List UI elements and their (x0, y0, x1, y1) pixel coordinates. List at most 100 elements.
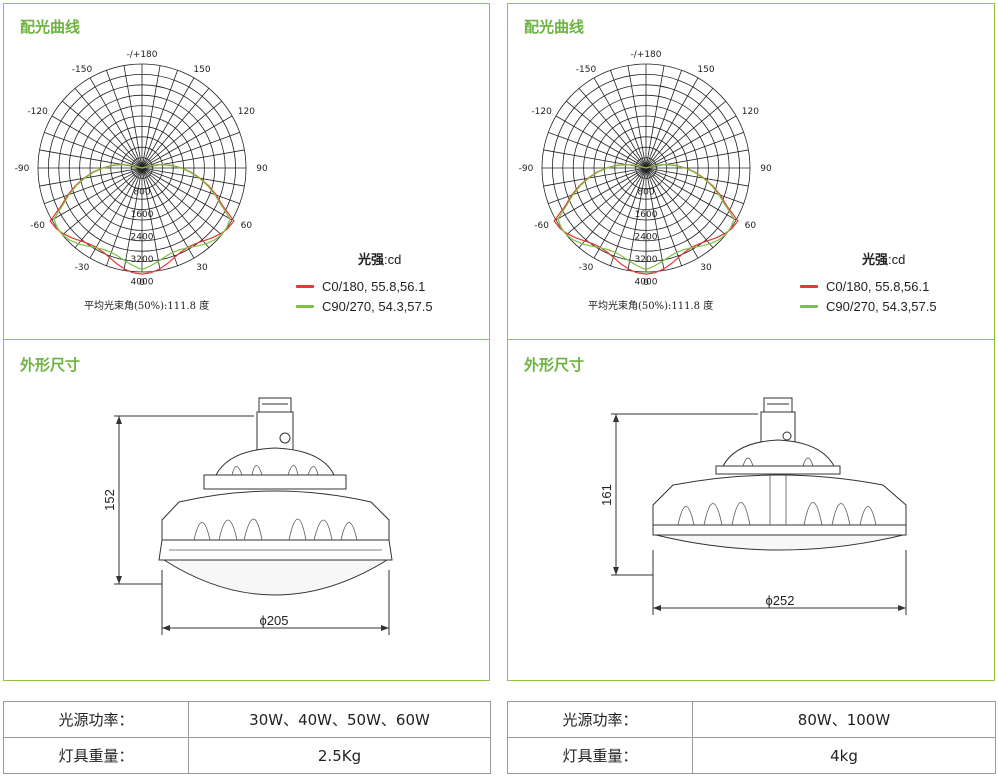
grid-spoke (123, 167, 143, 271)
polar-grid (541, 63, 751, 273)
spec-value: 4kg (692, 737, 996, 774)
curve-c0 (49, 163, 235, 275)
angle-label: 0 (139, 278, 145, 288)
grid-spoke (645, 167, 744, 204)
dimension-title: 外形尺寸 (524, 356, 585, 374)
grid-spoke (578, 167, 647, 248)
polar-grid (37, 63, 247, 273)
grid-spoke (555, 167, 647, 221)
grid-spoke (141, 167, 178, 266)
diameter-dimension: ϕ252 (766, 593, 795, 608)
grid-spoke (645, 65, 665, 169)
radial-label: 3200 (635, 255, 658, 265)
grid-spoke (74, 167, 143, 248)
grid-spoke (141, 70, 178, 169)
grid-spoke (141, 167, 195, 259)
grid-spoke (548, 132, 647, 169)
grid-spoke (645, 167, 665, 271)
table-row: 灯具重量： 2.5Kg (3, 737, 491, 774)
radial-label: 800 (133, 188, 150, 198)
angle-label: 90 (256, 164, 268, 174)
legend-title: 光强:cd (358, 252, 402, 267)
grid-spoke (74, 88, 143, 169)
legend-swatch-red (800, 284, 818, 288)
grid-spoke (106, 70, 143, 169)
grid-spoke (645, 167, 737, 221)
grid-spoke (123, 65, 143, 169)
legend-swatch-red (296, 284, 314, 288)
angle-label: 150 (193, 65, 210, 75)
legend-right: 光强:cd C0/180, 55.8,56.1 C90/270, 54.3,57… (800, 249, 937, 316)
grid-spoke (645, 167, 726, 236)
grid-spoke (627, 167, 647, 271)
angle-label: -/+180 (631, 50, 662, 60)
spec-key: 光源功率： (507, 701, 693, 738)
grid-spoke (578, 88, 647, 169)
radial-label: 1600 (131, 210, 154, 220)
lamp-drawing-left: 152 ϕ205 (102, 397, 393, 635)
grid-spoke (44, 167, 143, 204)
legend-swatch-green (800, 304, 818, 308)
grid-spoke (141, 100, 222, 169)
radial-label: 4000 (131, 278, 154, 288)
legend-item-c90: C90/270, 54.3,57.5 (296, 296, 433, 316)
curve-c90 (53, 163, 231, 271)
angle-label: 30 (700, 263, 712, 273)
curve-c90 (557, 163, 735, 271)
photometric-title: 配光曲线 (524, 18, 585, 36)
radial-label: 2400 (131, 233, 154, 243)
radial-label: 2400 (635, 233, 658, 243)
grid-spoke (645, 167, 714, 248)
radial-label: 800 (637, 188, 654, 198)
grid-spoke (566, 167, 647, 236)
angle-label: -30 (75, 263, 90, 273)
grid-spoke (39, 167, 143, 187)
grid-spoke (62, 100, 143, 169)
dimension-title: 外形尺寸 (20, 356, 81, 374)
table-row: 光源功率： 80W、100W (507, 701, 996, 738)
spec-key: 光源功率： (3, 701, 189, 738)
legend-item-c0: C0/180, 55.8,56.1 (800, 276, 937, 296)
grid-spoke (610, 167, 647, 266)
spec-value: 80W、100W (692, 701, 996, 738)
legend-item-c0: C0/180, 55.8,56.1 (296, 276, 433, 296)
grid-spoke (593, 77, 647, 169)
grid-spoke (543, 167, 647, 187)
radial-label: 3200 (131, 255, 154, 265)
angle-label: -120 (27, 107, 48, 117)
height-dimension: 161 (599, 484, 614, 506)
grid-spoke (141, 65, 161, 169)
average-beam-angle: 平均光束角(50%):111.8 度 (588, 301, 714, 312)
grid-spoke (62, 167, 143, 236)
grid-spoke (141, 167, 245, 187)
grid-spoke (645, 167, 749, 187)
grid-spoke (593, 167, 647, 259)
angle-label: -150 (576, 65, 597, 75)
grid-spoke (645, 100, 726, 169)
grid-spoke (645, 88, 714, 169)
photometric-title: 配光曲线 (20, 18, 81, 36)
angle-label: 90 (760, 164, 772, 174)
grid-spoke (645, 70, 682, 169)
grid-spoke (141, 167, 161, 271)
lamp-drawing-right: 161 ϕ252 (599, 397, 907, 615)
radial-label: 0 (139, 165, 145, 175)
legend-left: 光强:cd C0/180, 55.8,56.1 C90/270, 54.3,57… (296, 249, 433, 316)
radial-label: 1600 (635, 210, 658, 220)
angle-label: -90 (15, 164, 30, 174)
angle-label: 0 (643, 278, 649, 288)
angle-label: -60 (30, 221, 45, 231)
spec-table-left: 光源功率： 30W、40W、50W、60W 灯具重量： 2.5Kg (3, 701, 491, 774)
grid-spoke (44, 132, 143, 169)
grid-spoke (51, 167, 143, 221)
grid-spoke (89, 77, 143, 169)
angle-label: -/+180 (127, 50, 158, 60)
radial-label: 4000 (635, 278, 658, 288)
dimension-panel-left: 外形尺寸 152 ϕ205 (3, 339, 490, 681)
grid-spoke (89, 167, 143, 259)
angle-label: -90 (519, 164, 534, 174)
grid-spoke (51, 115, 143, 169)
